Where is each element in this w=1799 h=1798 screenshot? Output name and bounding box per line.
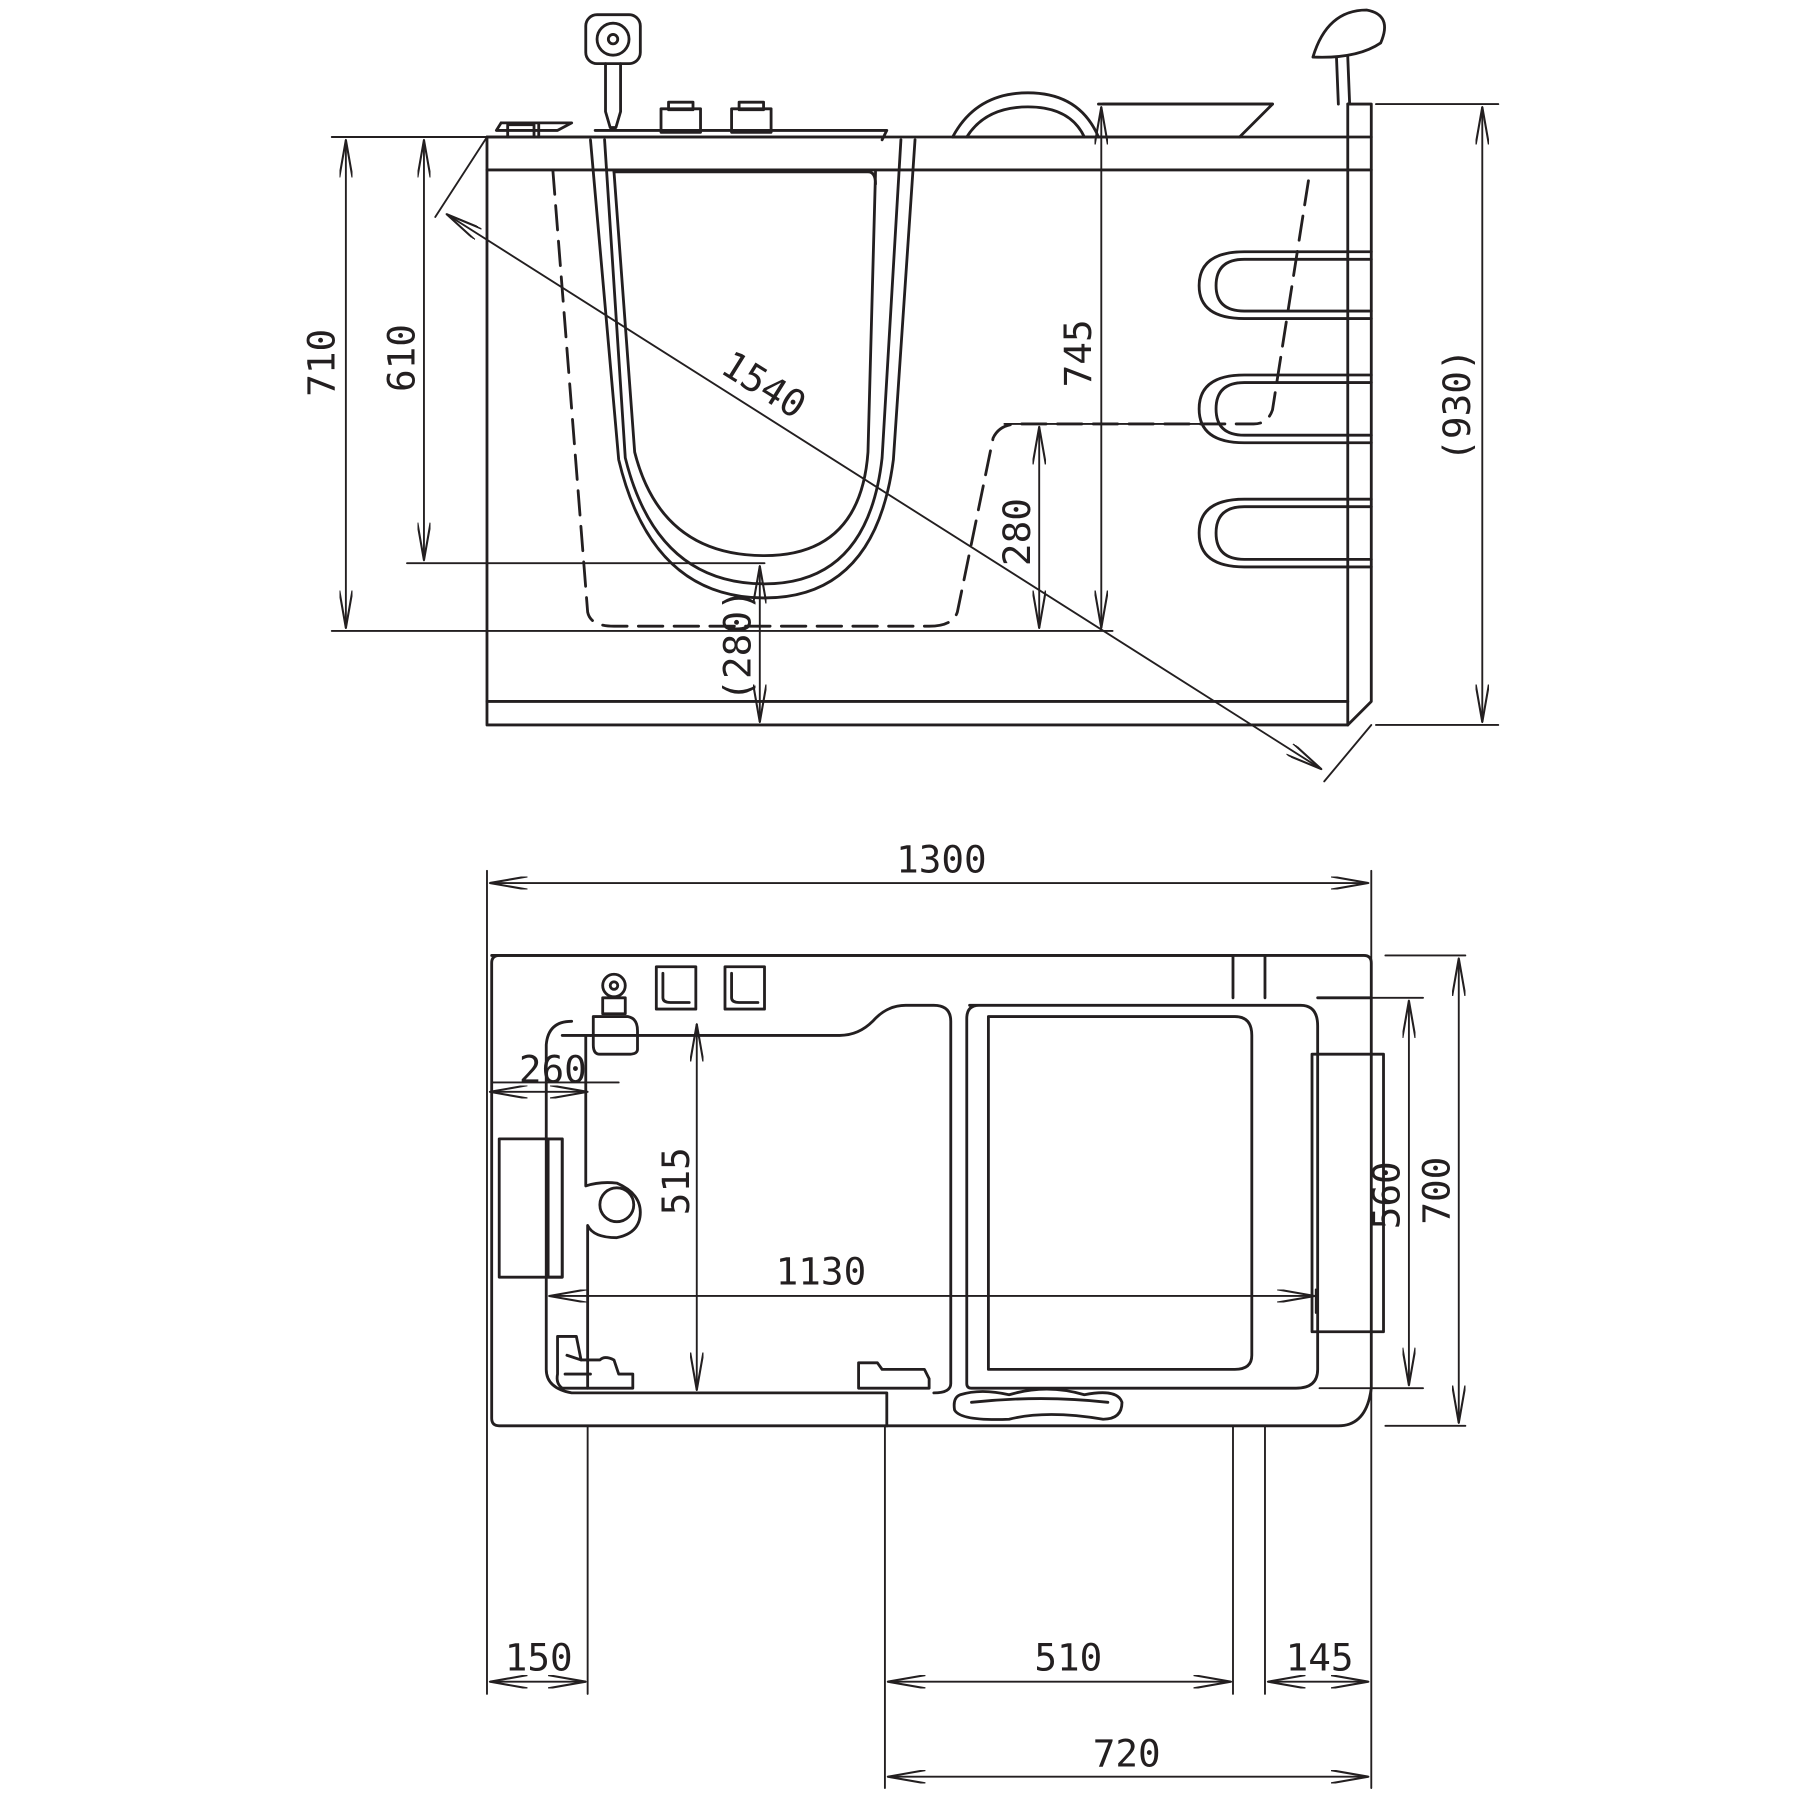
headrest-icon xyxy=(1311,8,1386,106)
front-view xyxy=(330,8,1500,783)
top-view xyxy=(486,869,1467,1789)
grab-handles xyxy=(1197,250,1373,569)
dim-label-260: 260 xyxy=(519,1047,587,1091)
dim-label-515: 515 xyxy=(654,1147,698,1215)
front-view-dimension-labels: 710 610 1540 (280) 280 745 (930) xyxy=(300,319,1479,701)
rim-fixtures xyxy=(494,91,1274,139)
dim-label-710: 710 xyxy=(300,329,344,397)
dim-label-510: 510 xyxy=(1034,1635,1102,1679)
dim-label-step-280: 280 xyxy=(995,498,1039,566)
top-view-inner-basin xyxy=(544,996,1373,1428)
bottom-grab-handle xyxy=(952,1387,1124,1421)
dim-label-700: 700 xyxy=(1414,1157,1458,1225)
left-pillow xyxy=(497,1137,564,1279)
top-dimension-lines xyxy=(488,883,1459,1777)
dim-label-1130: 1130 xyxy=(776,1250,867,1294)
drain-icon xyxy=(584,1033,642,1390)
right-pillow xyxy=(1310,1052,1385,1334)
top-extension-lines xyxy=(486,869,1467,1789)
dim-label-145: 145 xyxy=(1286,1635,1354,1679)
dim-label-seat-280: (280) xyxy=(715,588,759,701)
dimension-lines xyxy=(346,105,1482,769)
control-buttons xyxy=(654,965,766,1011)
dim-label-610: 610 xyxy=(380,324,424,392)
dim-label-1300: 1300 xyxy=(896,838,987,882)
dim-line-1540 xyxy=(445,214,1323,769)
dim-label-560: 560 xyxy=(1365,1161,1409,1229)
top-view-dimension-labels: 1300 260 515 1130 560 700 150 510 145 72… xyxy=(505,838,1459,1776)
dim-label-150: 150 xyxy=(505,1635,573,1679)
faucet-icon xyxy=(591,972,639,1056)
dim-label-745: 745 xyxy=(1056,319,1100,387)
dim-label-930: (930) xyxy=(1435,349,1479,462)
dim-label-720: 720 xyxy=(1093,1731,1161,1775)
door-latch-parts xyxy=(555,1335,931,1390)
hand-shower-icon xyxy=(584,13,642,130)
